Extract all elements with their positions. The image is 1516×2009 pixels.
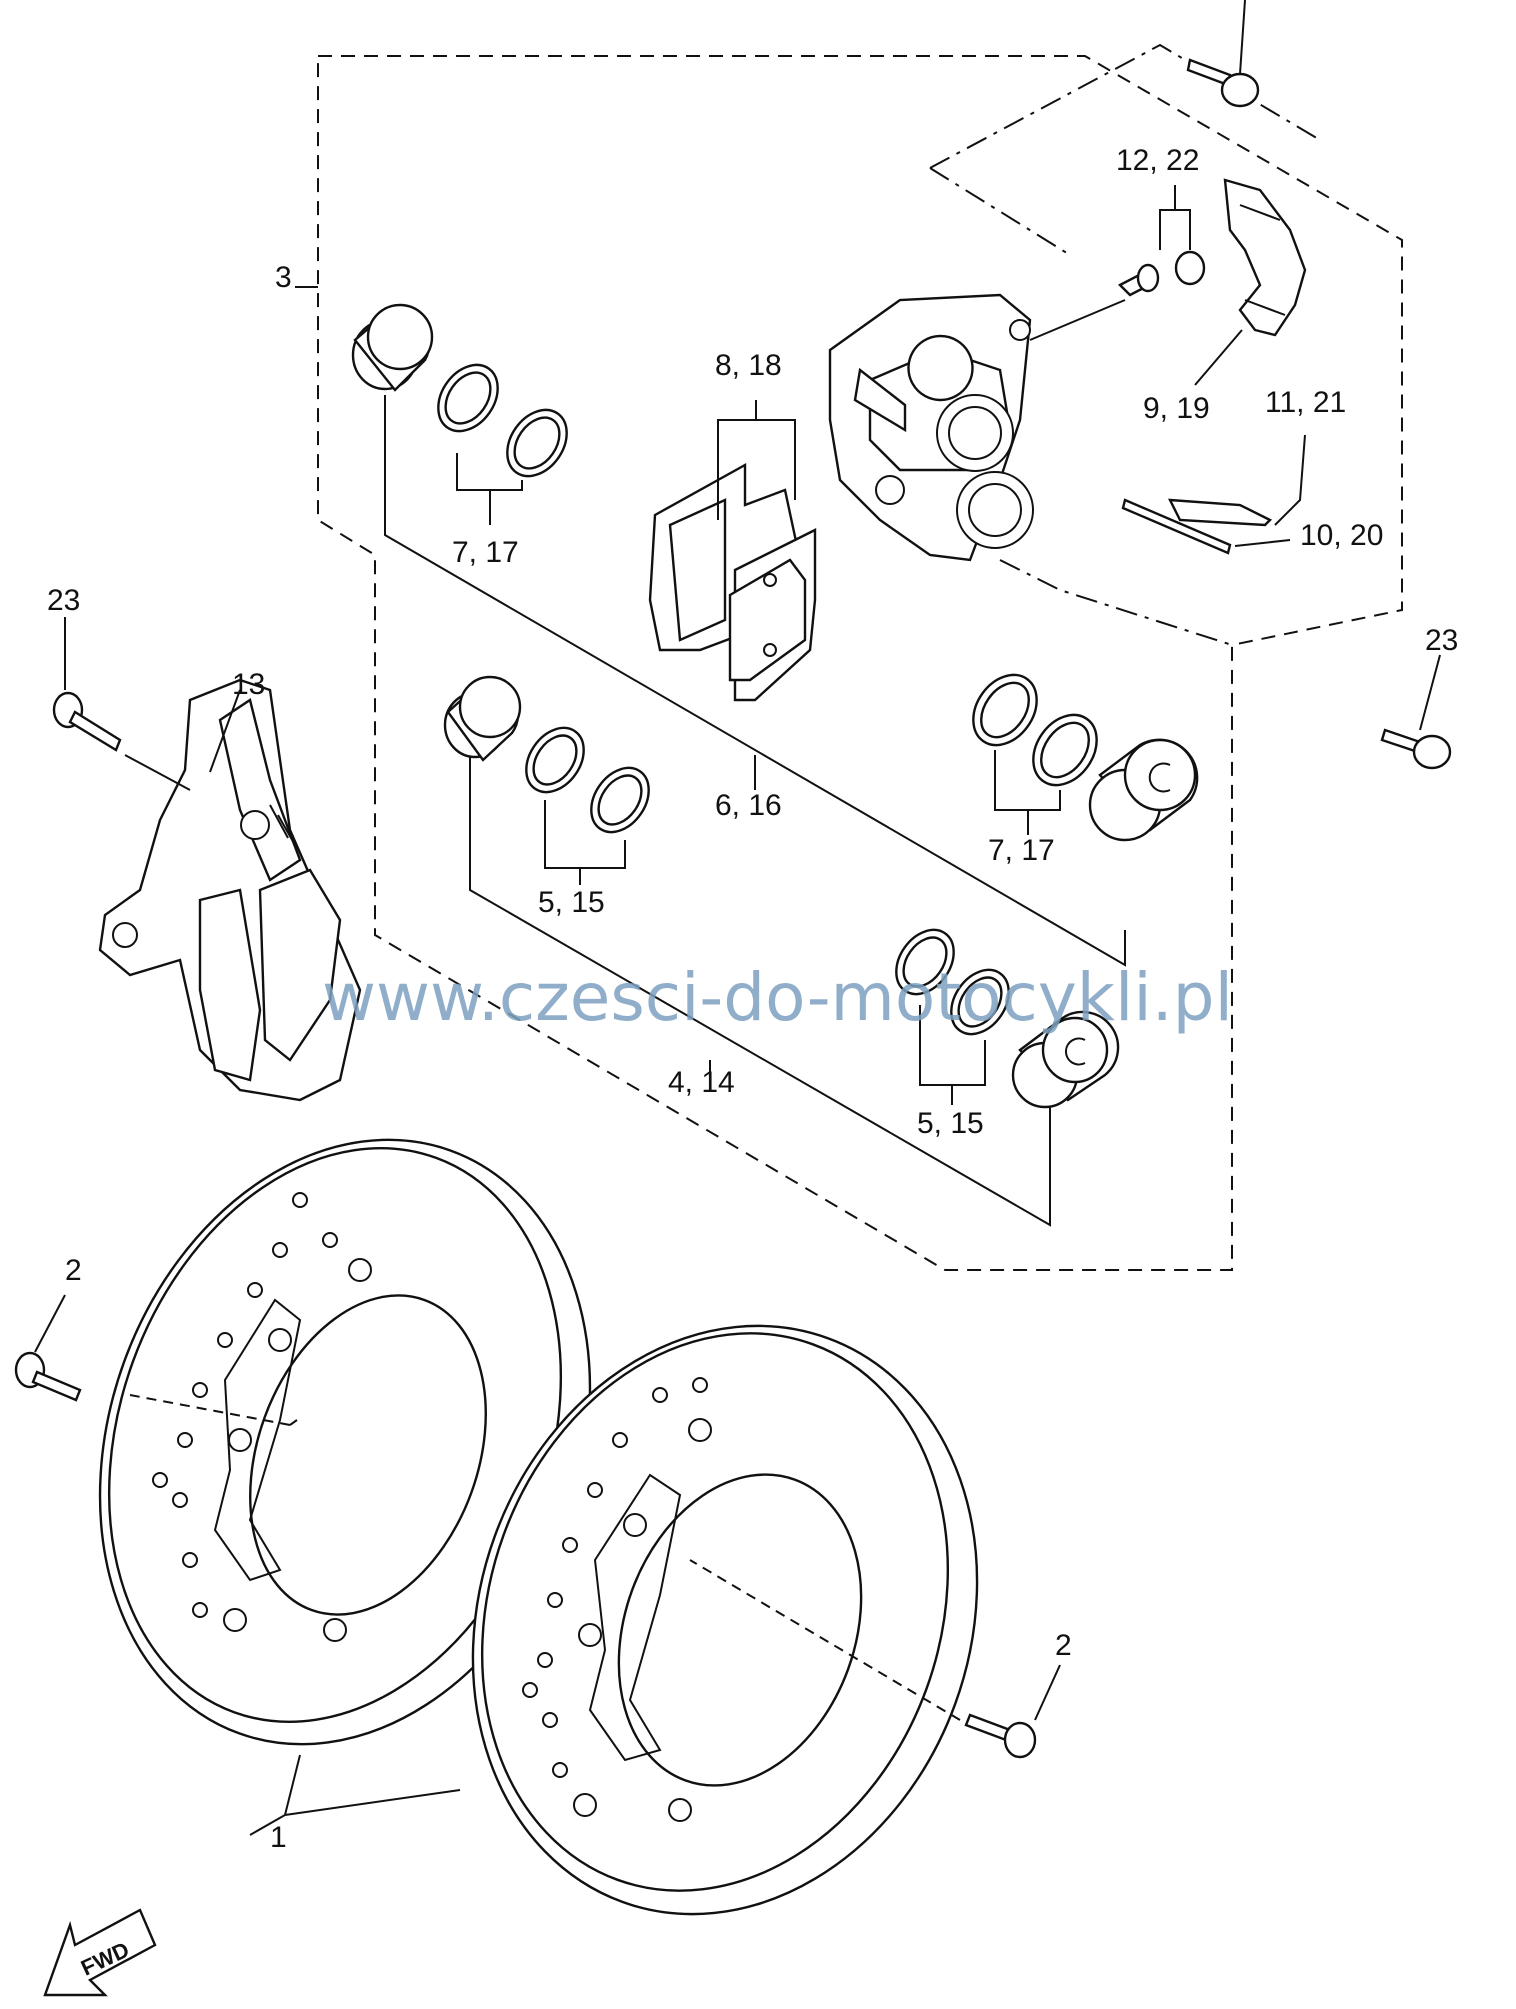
callout-3: 3 <box>275 261 292 294</box>
caliper-left-13 <box>98 678 362 1102</box>
callout-7-17-right: 7, 17 <box>988 834 1055 867</box>
callout-7-17-top: 7, 17 <box>452 536 519 569</box>
seal-pair-top <box>437 363 568 478</box>
callout-13: 13 <box>232 668 265 701</box>
leader-dashdot-top <box>929 43 1321 169</box>
leader-dashdot-caliper <box>929 167 1071 256</box>
piston-top-left <box>351 303 434 392</box>
callout-2-right: 2 <box>1055 1629 1072 1662</box>
bolt-top <box>1186 58 1260 108</box>
main-caliper <box>828 293 1034 562</box>
callout-8-18: 8, 18 <box>715 349 782 382</box>
brake-pads <box>648 462 817 702</box>
leader-6-16 <box>384 395 1126 967</box>
piston-right <box>1088 738 1199 842</box>
fwd-arrow-icon: FWD <box>43 1908 157 1997</box>
leader-4-14 <box>469 745 1051 1227</box>
callout-10-20: 10, 20 <box>1300 519 1383 552</box>
callout-4-14: 4, 14 <box>668 1066 735 1099</box>
callout-11-21: 11, 21 <box>1265 386 1346 419</box>
callout-12-22: 12, 22 <box>1116 144 1199 177</box>
seal-pair-lower-right <box>895 928 1010 1036</box>
pad-spring <box>1223 178 1307 337</box>
brake-disc-right <box>471 1324 979 1916</box>
seal-pair-middle-left <box>525 726 650 834</box>
seal-pair-right <box>972 673 1098 787</box>
callout-23-left: 23 <box>47 584 80 617</box>
bolt-right-23 <box>1380 728 1452 770</box>
watermark: www.czesci-do-motocykli.pl <box>322 959 1233 1036</box>
pad-pin-plug <box>1117 250 1206 297</box>
leader-dashdot-bottom <box>999 559 1233 646</box>
callout-2-left: 2 <box>65 1254 82 1287</box>
callout-23-right: 23 <box>1425 624 1458 657</box>
callout-9-19: 9, 19 <box>1143 392 1210 425</box>
callout-5-15-left: 5, 15 <box>538 886 605 919</box>
pad-retaining-pin <box>1121 498 1273 555</box>
callout-5-15-right: 5, 15 <box>917 1107 984 1140</box>
piston-middle-left <box>443 675 522 762</box>
piston-lower-right <box>1011 1010 1120 1109</box>
disc-bolt-left-2 <box>14 1351 82 1402</box>
disc-bolt-right-2 <box>964 1713 1037 1759</box>
brake-disc-left <box>98 1138 592 1746</box>
callout-1: 1 <box>270 1821 287 1854</box>
bolt-left-23 <box>52 691 122 752</box>
caliper-assembly-boundary <box>317 55 1403 1271</box>
callout-6-16: 6, 16 <box>715 789 782 822</box>
